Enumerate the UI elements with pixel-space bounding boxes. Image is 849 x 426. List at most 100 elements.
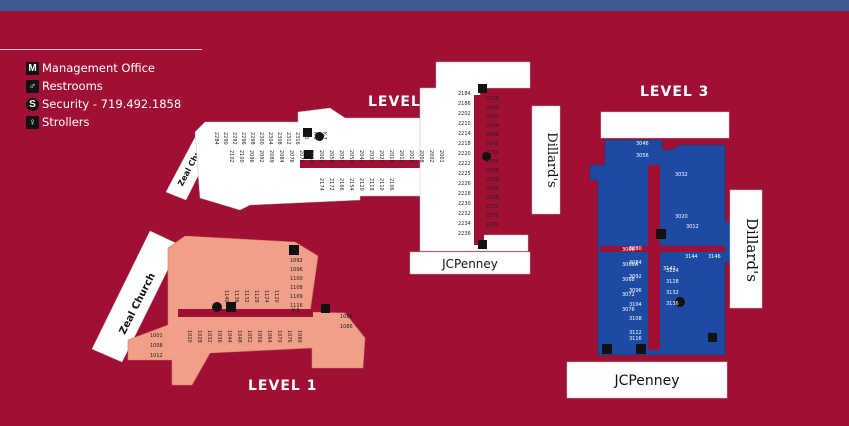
dillards-l2[interactable] bbox=[531, 105, 561, 215]
unit-number[interactable]: 2172 bbox=[328, 178, 334, 191]
unit-number[interactable]: K-6 bbox=[312, 132, 318, 140]
unit-number[interactable]: 2184 bbox=[458, 91, 471, 97]
strollers-icon[interactable] bbox=[656, 229, 666, 239]
strollers-icon[interactable] bbox=[226, 302, 236, 312]
unit-number[interactable]: 2010 bbox=[408, 150, 414, 163]
unit-number[interactable]: 1070 bbox=[276, 330, 282, 343]
unit-number[interactable]: 2272 bbox=[486, 204, 499, 210]
security-icon[interactable] bbox=[482, 152, 491, 161]
unit-number[interactable]: 2001 bbox=[438, 150, 444, 163]
unit-number[interactable]: 2064 bbox=[308, 150, 314, 163]
unit-number[interactable]: 1128 bbox=[253, 290, 259, 303]
unit-number[interactable]: 2174 bbox=[318, 178, 324, 191]
unit-number[interactable]: 3046 bbox=[636, 141, 649, 147]
unit-number[interactable]: 3112 bbox=[629, 330, 642, 336]
unit-number[interactable]: 2214 bbox=[458, 131, 471, 137]
unit-number[interactable]: 2060 bbox=[318, 150, 324, 163]
unit-number[interactable]: 1100 bbox=[290, 276, 303, 282]
unit-number[interactable]: 2304 bbox=[267, 132, 273, 145]
unit-number[interactable]: 1108 bbox=[290, 285, 303, 291]
unit-number[interactable]: 2100 bbox=[238, 150, 244, 163]
unit-number[interactable]: 2232 bbox=[458, 211, 471, 217]
security-icon[interactable] bbox=[675, 297, 685, 307]
jcpenney-l3[interactable] bbox=[566, 361, 728, 399]
unit-number[interactable]: 3020 bbox=[675, 214, 688, 220]
unit-number[interactable]: 3092 bbox=[629, 274, 642, 280]
unit-number[interactable]: 2240 bbox=[486, 105, 499, 111]
unit-number[interactable]: 2268 bbox=[486, 195, 499, 201]
unit-number[interactable]: 3012 bbox=[686, 224, 699, 230]
unit-number[interactable]: 1052 bbox=[246, 330, 252, 343]
strollers-icon[interactable] bbox=[478, 240, 487, 249]
unit-number[interactable]: 1086 bbox=[340, 324, 353, 330]
unit-number[interactable]: 2014 bbox=[398, 150, 404, 163]
unit-number[interactable]: 2050 bbox=[348, 150, 354, 163]
unit-number[interactable]: 2222 bbox=[458, 161, 471, 167]
unit-number[interactable]: 2106 bbox=[388, 178, 394, 191]
unit-number[interactable]: 2220 bbox=[458, 151, 471, 157]
unit-number[interactable]: 1080 bbox=[296, 330, 302, 343]
unit-number[interactable]: 2076 bbox=[288, 150, 294, 163]
strollers-icon[interactable] bbox=[636, 344, 646, 354]
unit-number[interactable]: 2154 bbox=[348, 178, 354, 191]
dillards-l3[interactable] bbox=[729, 189, 763, 309]
unit-number[interactable]: 3084 bbox=[629, 260, 642, 266]
unit-number[interactable]: 3146 bbox=[708, 254, 721, 260]
unit-number[interactable]: 2110 bbox=[378, 178, 384, 191]
unit-number[interactable]: 3072 bbox=[622, 292, 635, 298]
unit-number[interactable]: 2084 bbox=[278, 150, 284, 163]
unit-number[interactable]: 1116 bbox=[290, 303, 303, 309]
unit-number[interactable]: 2284 bbox=[213, 132, 219, 145]
unit-number[interactable]: 2290 bbox=[222, 132, 228, 145]
unit-number[interactable]: 2228 bbox=[458, 191, 471, 197]
restrooms-icon[interactable] bbox=[708, 333, 717, 342]
unit-number[interactable]: 3066A bbox=[622, 262, 639, 268]
unit-number[interactable]: 1124 bbox=[263, 290, 269, 303]
unit-number[interactable]: 3068 bbox=[622, 277, 635, 283]
unit-number[interactable]: 2022 bbox=[378, 150, 384, 163]
unit-number[interactable]: K-7 bbox=[321, 132, 327, 140]
unit-number[interactable]: 2096 bbox=[248, 150, 254, 163]
jcpenney-l2[interactable] bbox=[409, 251, 531, 275]
unit-number[interactable]: K-5 bbox=[292, 308, 300, 314]
unit-number[interactable]: 2056 bbox=[328, 150, 334, 163]
unit-number[interactable]: 1092 bbox=[290, 258, 303, 264]
unit-number[interactable]: 3032 bbox=[675, 172, 688, 178]
management-office-icon[interactable] bbox=[602, 344, 612, 354]
unit-number[interactable]: 2008 bbox=[418, 150, 424, 163]
unit-number[interactable]: 2226 bbox=[458, 181, 471, 187]
unit-number[interactable]: 2166 bbox=[338, 178, 344, 191]
unit-number[interactable]: 2089 bbox=[268, 150, 274, 163]
restrooms-icon[interactable] bbox=[304, 150, 313, 159]
unit-number[interactable]: K-1 bbox=[303, 132, 309, 140]
unit-number[interactable]: 2225 bbox=[458, 171, 471, 177]
unit-number[interactable]: 1076 bbox=[286, 330, 292, 343]
unit-number[interactable]: 1044 bbox=[226, 330, 232, 343]
unit-number[interactable]: 2234 bbox=[458, 221, 471, 227]
unit-number[interactable]: 2236 bbox=[458, 231, 471, 237]
unit-number[interactable]: 2238 bbox=[486, 96, 499, 102]
unit-number[interactable]: 2210 bbox=[458, 121, 471, 127]
unit-number[interactable]: 2072 bbox=[298, 150, 304, 163]
unit-number[interactable]: 3116 bbox=[629, 336, 642, 342]
unit-number[interactable]: 2044 bbox=[358, 150, 364, 163]
unit-number[interactable]: 2102 bbox=[228, 150, 234, 163]
unit-number[interactable]: 1132 bbox=[243, 290, 249, 303]
unit-number[interactable]: 1028 bbox=[196, 330, 202, 343]
unit-number[interactable]: 2246 bbox=[486, 132, 499, 138]
unit-number[interactable]: 2118 bbox=[368, 178, 374, 191]
level-3-anchor-north[interactable] bbox=[600, 111, 730, 139]
unit-number[interactable]: 2120 bbox=[358, 178, 364, 191]
unit-number[interactable]: 3132 bbox=[666, 290, 679, 296]
unit-number[interactable]: 2186 bbox=[458, 101, 471, 107]
unit-number[interactable]: 3080 bbox=[629, 246, 642, 252]
unit-number[interactable]: 2254 bbox=[486, 159, 499, 165]
unit-number[interactable]: 2018 bbox=[388, 150, 394, 163]
unit-number[interactable]: 2300 bbox=[258, 132, 264, 145]
unit-number[interactable]: 1109 bbox=[290, 294, 303, 300]
restrooms-icon[interactable] bbox=[321, 304, 330, 313]
unit-number[interactable]: 3144 bbox=[685, 254, 698, 260]
strollers-icon[interactable] bbox=[303, 128, 312, 137]
unit-number[interactable]: 3142 bbox=[663, 266, 676, 272]
unit-number[interactable]: 2258 bbox=[486, 177, 499, 183]
